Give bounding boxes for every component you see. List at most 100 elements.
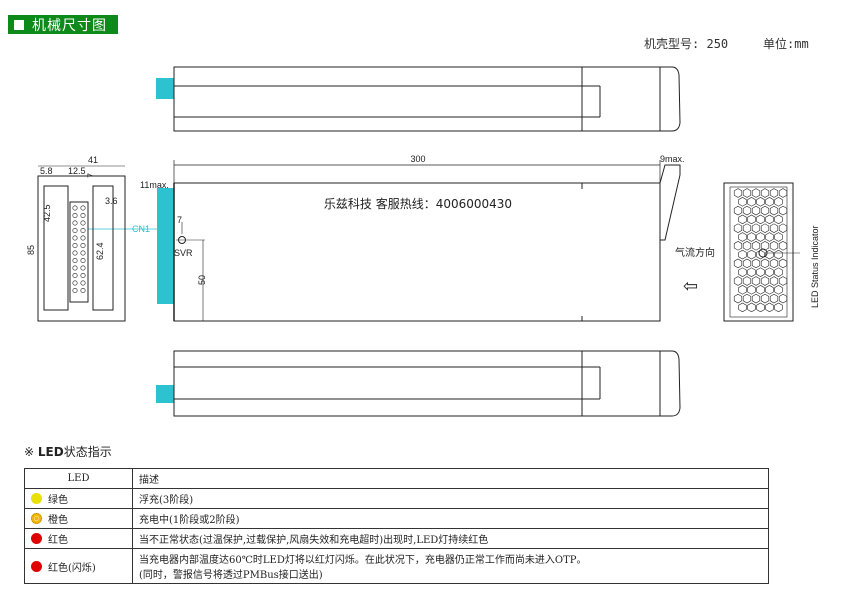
led-desc: 浮充(3阶段) (132, 488, 769, 509)
dim-85: 85 (26, 245, 36, 255)
led-dot-icon (31, 560, 42, 572)
grille-hole (769, 276, 779, 286)
led-section-title: ※ LED状态指示 (24, 443, 112, 460)
connector-pins (72, 205, 86, 293)
connector-pin (72, 280, 78, 286)
grille-hole (774, 267, 783, 277)
led-cell: 红色(闪烁) (24, 548, 133, 584)
dim-7-side: 7 (86, 173, 96, 178)
grille-hole (778, 188, 788, 198)
grille-hole (738, 267, 747, 277)
grille-hole (742, 241, 752, 251)
grille-hole (738, 285, 747, 295)
connector-pin (72, 287, 78, 293)
table-row: 红色 当不正常状态(过温保护,过载保护,风扇失效和充电超时)出现时,LED灯持续… (24, 528, 769, 549)
grille-hole (760, 241, 770, 251)
grille-hole (751, 293, 761, 304)
grille-hole (760, 276, 770, 286)
grille-hole (778, 293, 788, 304)
led-dot-icon (31, 513, 42, 524)
airflow-label: 气流方向 (675, 246, 715, 259)
led-desc-multiline: 当充电器内部温度达60℃时LED灯将以红灯闪烁。在此状况下，充电器仍正常工作而尚… (132, 548, 769, 584)
grille-hole (774, 232, 783, 242)
grille-hole (733, 258, 743, 269)
dim-width: 41 (88, 155, 98, 165)
grille-hole (760, 293, 770, 304)
connector-pin (80, 213, 86, 219)
led-cell: 橙色 (24, 508, 133, 529)
grille-hole (756, 285, 765, 295)
dim-42-5: 42.5 (42, 204, 52, 222)
dim-5-8: 5.8 (40, 166, 53, 176)
led-table: LED 描述 绿色 浮充(3阶段) 橙色 充电中(1阶段或2阶段) 红色 当不正… (24, 468, 769, 584)
cn1-connector (157, 188, 174, 304)
connector-pin (80, 287, 86, 293)
connector-pin (72, 213, 78, 219)
grille-hole (747, 267, 756, 277)
grille-hole (751, 205, 761, 216)
grille-hole (751, 188, 761, 198)
grille-hole (738, 232, 747, 242)
grille-hole (774, 214, 783, 225)
connector-pin (80, 272, 86, 278)
grille-hole (742, 258, 752, 269)
connector-pin (72, 243, 78, 249)
grille-hole (733, 276, 743, 286)
model-label: 机壳型号: (644, 37, 700, 51)
cn1-label: CN1 (132, 224, 150, 234)
grille-hole (756, 249, 765, 260)
grille-hole (742, 293, 752, 304)
brand-text: 乐兹科技 客服热线：4006000430 (324, 196, 512, 211)
grille-hole (765, 197, 774, 207)
grille-hole (742, 223, 752, 233)
connector-pin (80, 228, 86, 234)
grille-hole (756, 232, 765, 242)
front-view: 41 5.8 12.5 7 3.6 42.5 62.4 85 (26, 155, 126, 322)
grille-hole (738, 302, 747, 313)
grille-hole (778, 276, 788, 286)
grille-hole (778, 241, 788, 251)
grille-hole (747, 302, 756, 313)
grille-hole (778, 205, 788, 216)
led-dot-icon (31, 533, 42, 544)
grille-hole (742, 276, 752, 286)
grille-hole (738, 197, 747, 207)
grille-hole (769, 258, 779, 269)
unit-value: mm (794, 37, 809, 51)
grille-hole (769, 188, 779, 198)
side-view: 300 9max. 11max. 7 SVR 50 乐兹科技 客服热线：4006… (82, 154, 685, 322)
dim-fan-max: 9max. (660, 154, 685, 164)
model-info: 机壳型号: 250 (644, 35, 728, 52)
grille-hole (747, 249, 756, 260)
grille-hole (733, 223, 743, 233)
grille-hole (774, 285, 783, 295)
led-name: 红色(闪烁) (48, 562, 96, 574)
rear-view: LED Status Indicator (723, 182, 820, 322)
led-name: 红色 (48, 535, 68, 546)
grille-hole (765, 285, 774, 295)
connector-pin (80, 243, 86, 249)
connector-pin (72, 228, 78, 234)
connector-pin (72, 205, 78, 211)
table-row: 绿色 浮充(3阶段) (24, 488, 769, 509)
led-desc-note: (同时，警报信号将透过PMBus接口送出) (139, 570, 323, 581)
led-name: 橙色 (48, 515, 68, 526)
grille-hole (774, 249, 783, 260)
airflow-arrow-icon: ⇦ (683, 276, 698, 297)
dim-62-4: 62.4 (95, 242, 105, 260)
mechanical-drawing: 300 9max. 11max. 7 SVR 50 乐兹科技 客服热线：4006… (26, 66, 820, 417)
connector-pin (72, 257, 78, 263)
grille-hole (765, 232, 774, 242)
grille-hole (742, 188, 752, 198)
bottom-connector (156, 385, 174, 403)
fan-grille (733, 188, 788, 313)
grille-hole (738, 214, 747, 225)
grille-hole (769, 293, 779, 304)
grille-hole (769, 223, 779, 233)
top-connector (156, 78, 174, 99)
grille-hole (747, 197, 756, 207)
grille-hole (733, 188, 743, 198)
grille-hole (760, 223, 770, 233)
grille-hole (760, 258, 770, 269)
dim-3-6: 3.6 (105, 196, 118, 206)
